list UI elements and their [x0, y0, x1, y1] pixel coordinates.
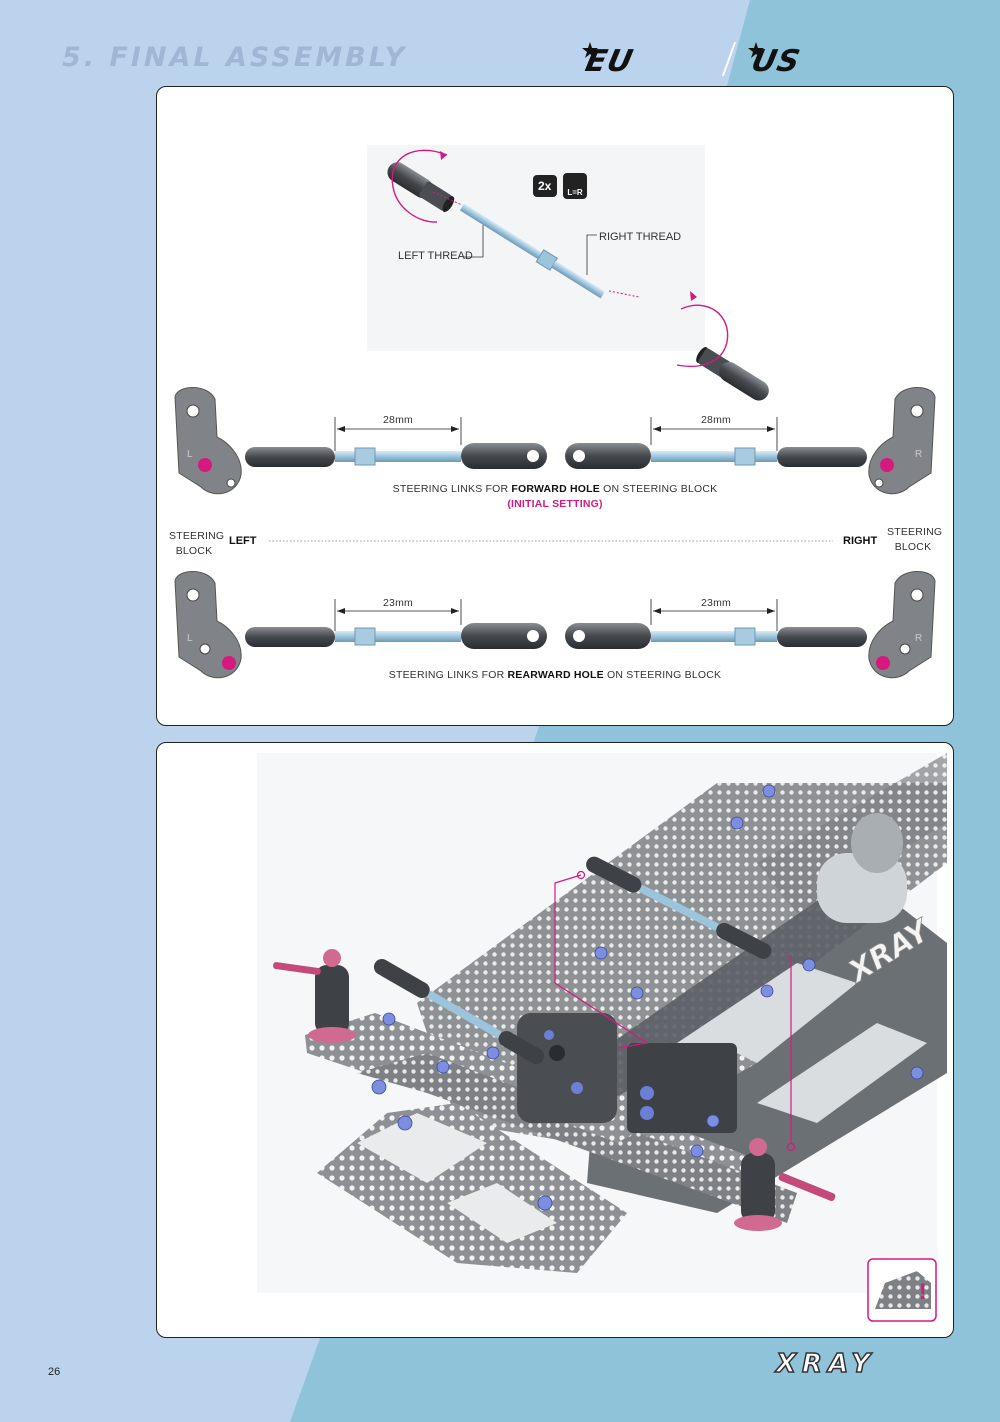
warning-mark: !	[919, 1279, 927, 1304]
block-right-letter: R	[915, 449, 923, 460]
left-thread-label: LEFT THREAD	[398, 250, 473, 262]
quantity-badge: 2x	[538, 179, 552, 193]
right-thread-label: RIGHT THREAD	[599, 231, 682, 243]
steering-block-left-label: STEERING BLOCK	[169, 530, 225, 557]
right-tag: RIGHT	[843, 535, 878, 547]
block-left-letter: L	[187, 449, 193, 460]
block-right-letter: R	[915, 633, 923, 644]
forward-caption: STEERING LINKS FOR FORWARD HOLE ON STEER…	[392, 483, 718, 495]
forward-dim-left: 28mm	[383, 414, 413, 426]
left-tag: LEFT	[229, 535, 257, 547]
block-left-letter: L	[187, 633, 193, 644]
star-icon	[748, 42, 764, 58]
rearward-dim-right: 23mm	[701, 597, 731, 609]
page-number: 26	[48, 1366, 61, 1378]
left-equals-right-badge: L=R	[567, 188, 583, 197]
chassis-assembly-panel: XRAY	[156, 742, 954, 1338]
page-title: 5. FINAL ASSEMBLY	[62, 42, 408, 73]
steering-link-setup-panel: 2x L=R LEFT THREAD RIGHT THREAD 28mm 28m…	[156, 86, 954, 726]
rearward-hole-row	[174, 571, 936, 679]
exploded-turnbuckle	[387, 149, 769, 401]
star-icon	[582, 42, 598, 58]
initial-setting-note: (INITIAL SETTING)	[507, 498, 603, 510]
rearward-dim-left: 23mm	[383, 597, 413, 609]
xray-logo: XRAY	[775, 1348, 877, 1380]
forward-dim-right: 28mm	[701, 414, 731, 426]
steering-block-right-label: STEERING BLOCK	[887, 526, 943, 553]
chassis-illustration: XRAY	[257, 753, 947, 1322]
forward-hole-row	[174, 387, 936, 495]
steering-link-diagram	[174, 145, 936, 679]
rearward-caption: STEERING LINKS FOR REARWARD HOLE ON STEE…	[388, 669, 722, 681]
